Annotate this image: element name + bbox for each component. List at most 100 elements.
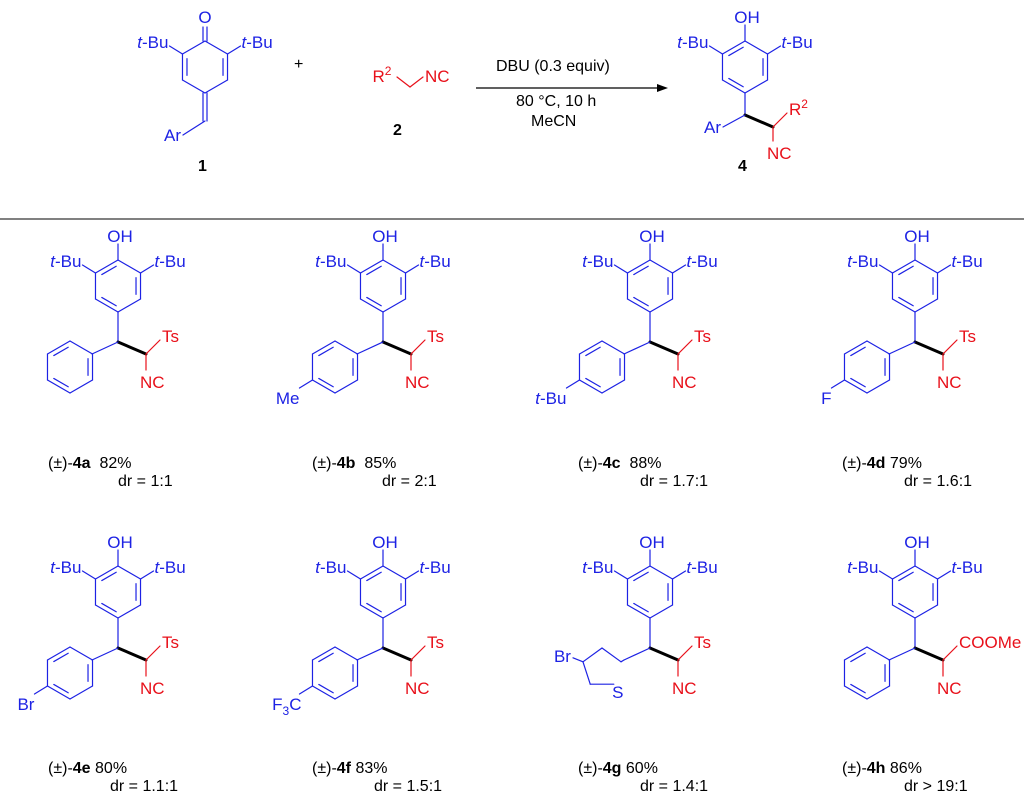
tbu-bond <box>878 570 894 580</box>
tbu-label: t-Bu <box>420 558 451 577</box>
aryl-bond <box>356 341 384 355</box>
ewg-label: Ts <box>427 327 444 346</box>
plus-sign: + <box>294 56 304 73</box>
br-bond <box>572 657 584 663</box>
caption-4e: (±)-4e 80%dr = 1.1:1 <box>48 760 179 795</box>
tbu-bond <box>936 570 952 580</box>
aryl-ring <box>843 379 868 394</box>
aryl-ring <box>334 379 359 394</box>
aryl-sub-bond <box>830 379 846 389</box>
aryl-ring <box>334 685 359 700</box>
aryl-ring <box>311 379 336 394</box>
aryl-ring <box>311 646 336 661</box>
nc-label: NC <box>405 373 430 392</box>
tbu-bond <box>613 570 629 580</box>
aryl-bond <box>722 114 746 128</box>
tbu-label: t-Bu <box>420 252 451 271</box>
ewg-bond <box>942 645 958 661</box>
aryl-ring <box>311 340 336 355</box>
aryl-ring <box>53 652 69 663</box>
phenol-ring <box>626 604 651 619</box>
tbu-label: t-Bu <box>535 389 566 408</box>
ewg-label: Ts <box>162 633 179 652</box>
caption-4a: (±)-4a 82%dr = 1:1 <box>48 455 173 490</box>
nc-label: NC <box>937 679 962 698</box>
ewg-bond <box>410 645 426 661</box>
oh-label: OH <box>372 227 398 246</box>
aryl-bond <box>182 120 206 136</box>
phenol-ring <box>649 565 674 580</box>
ewg-label: COOMe <box>959 633 1021 652</box>
phenol-ring <box>359 604 384 619</box>
ewg-bond <box>677 339 693 355</box>
phenol-ring <box>101 602 117 613</box>
phenol-ring <box>914 298 939 313</box>
phenol-ring <box>914 565 939 580</box>
thiophene-ring <box>601 647 622 663</box>
aryl-bond <box>888 341 916 355</box>
tbu-bond <box>766 45 782 55</box>
tbu-bond <box>81 570 97 580</box>
phenol-ring <box>728 46 744 57</box>
stereo-bond <box>913 340 945 356</box>
aryl-ring <box>585 346 601 357</box>
phenol-ring <box>382 259 407 274</box>
aryl-sub-label: Me <box>276 389 300 408</box>
ewg-bond <box>410 339 426 355</box>
caption-4c: (±)-4c 88%dr = 1.7:1 <box>578 455 709 490</box>
nc-label: NC <box>937 373 962 392</box>
aryl-bond <box>91 341 119 355</box>
quinone-ring <box>181 79 206 94</box>
phenol-ring <box>633 265 649 276</box>
tbu-label: t-Bu <box>847 558 878 577</box>
nc-label: NC <box>140 679 165 698</box>
phenol-ring <box>117 259 142 274</box>
stereo-bond <box>743 113 775 129</box>
tbu-label: t-Bu <box>952 252 983 271</box>
aryl-ring <box>46 685 71 700</box>
phenol-ring <box>649 604 674 619</box>
phenol-ring <box>891 604 916 619</box>
phenol-ring <box>633 296 649 307</box>
phenol-ring <box>382 604 407 619</box>
aryl-ring <box>69 646 94 661</box>
oh-label: OH <box>904 533 930 552</box>
phenol-ring <box>359 565 384 580</box>
phenol-ring <box>744 79 769 94</box>
aryl-sub-bond <box>33 685 49 695</box>
stereo-bond <box>648 340 680 356</box>
stereo-bond <box>648 646 680 662</box>
aryl-ring <box>53 683 69 694</box>
tbu-bond <box>346 570 362 580</box>
oh-label: OH <box>639 533 665 552</box>
quinone-ring <box>204 40 229 55</box>
caption-4b: (±)-4b 85%dr = 2:1 <box>312 455 437 490</box>
ewg-label: Ts <box>427 633 444 652</box>
aryl-ring <box>318 377 334 388</box>
stereo-bond <box>913 646 945 662</box>
aryl-ring <box>850 346 866 357</box>
nc-label: NC <box>672 679 697 698</box>
aryl-ring <box>866 646 891 661</box>
thiophene-ring <box>582 647 603 663</box>
phenol-ring <box>728 77 744 88</box>
ewg-bond <box>677 645 693 661</box>
ewg-label: Ts <box>162 327 179 346</box>
tbu-label: t-Bu <box>582 252 613 271</box>
tbu-label: t-Bu <box>952 558 983 577</box>
oh-label: OH <box>734 8 760 27</box>
aryl-ring <box>46 646 71 661</box>
phenol-ring <box>626 298 651 313</box>
phenol-ring <box>721 40 746 55</box>
tbu-label: t-Bu <box>155 252 186 271</box>
aryl-ring <box>578 340 603 355</box>
oxygen-label: O <box>198 8 211 27</box>
phenol-ring <box>117 298 142 313</box>
r2-bond <box>772 112 788 128</box>
phenol-ring <box>117 565 142 580</box>
aryl-ring <box>850 683 866 694</box>
reactant-1-number: 1 <box>198 158 207 175</box>
phenol-ring <box>101 296 117 307</box>
aryl-ring <box>578 379 603 394</box>
